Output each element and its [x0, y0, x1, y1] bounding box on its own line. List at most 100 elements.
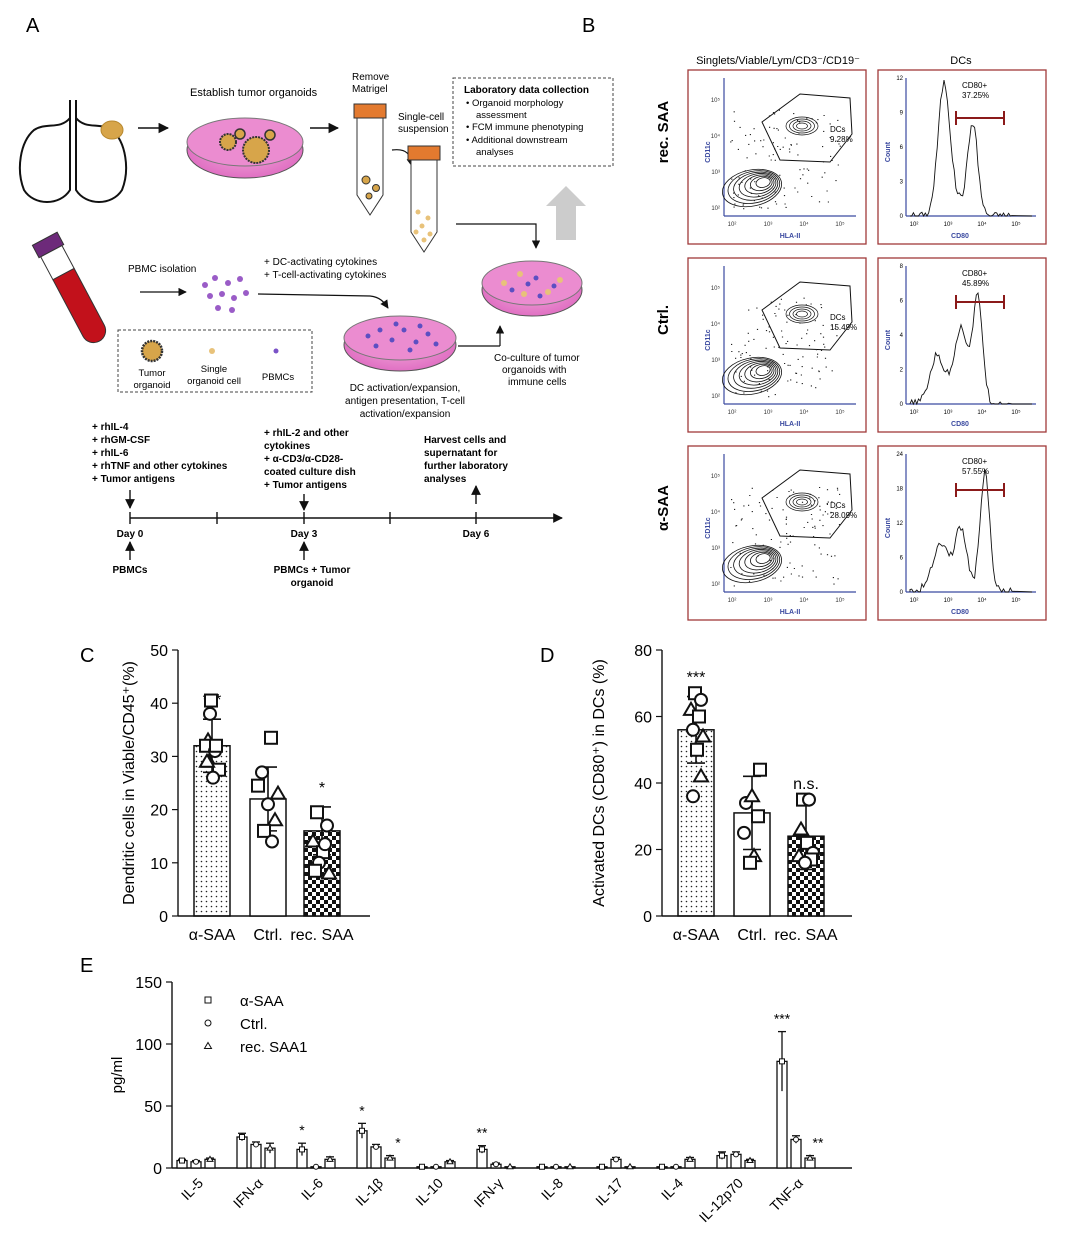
- flow-col1-header: Singlets/Viable/Lym/CD3⁻/CD19⁻: [696, 55, 860, 67]
- contour-y-tick: 10²: [711, 582, 720, 588]
- data-point: [359, 1127, 365, 1134]
- lab-item-1: • Organoid morphology: [466, 98, 564, 109]
- dc-gate: [761, 469, 853, 539]
- contour-plot-frame: [687, 257, 867, 433]
- data-point: [318, 837, 332, 852]
- legend-label: rec. SAA1: [240, 1039, 308, 1056]
- hist-x-tick: 10³: [944, 410, 953, 416]
- hist-y-tick: 6: [900, 556, 904, 562]
- data-point: [320, 818, 334, 833]
- contour-plot-frame: [687, 445, 867, 621]
- day0-line-2: + rhGM-CSF: [92, 435, 150, 446]
- legend-label: α-SAA: [240, 993, 284, 1010]
- hist-y-tick: 3: [900, 180, 904, 186]
- dc-activation-line-1: DC activation/expansion,: [350, 383, 461, 394]
- contour-x-tick: 10²: [728, 222, 737, 228]
- lab-item-1b: assessment: [476, 110, 527, 121]
- contour-line: [733, 547, 779, 577]
- data-point: [792, 820, 810, 836]
- contour-x-tick: 10²: [728, 598, 737, 604]
- significance-label: *: [299, 1122, 305, 1138]
- hist-x-tick: 10⁴: [977, 221, 987, 228]
- category-label: rec. SAA: [290, 927, 353, 944]
- contour-y-tick: 10³: [711, 170, 720, 176]
- contour-x-tick: 10⁵: [835, 409, 845, 416]
- contour-outlier-dots: [730, 109, 841, 210]
- data-point: [506, 1162, 514, 1170]
- data-point: [690, 742, 704, 757]
- y-tick-label: 0: [159, 909, 168, 926]
- hist-x-tick: 10⁵: [1011, 597, 1021, 604]
- data-point: [692, 709, 706, 724]
- contour-line: [755, 365, 771, 376]
- gate-contour: [785, 304, 819, 324]
- contour-y-tick: 10³: [711, 546, 720, 552]
- contour-line: [750, 175, 773, 192]
- contour-y-tick: 10²: [711, 206, 720, 212]
- legend-marker: [204, 1019, 212, 1027]
- data-point: [802, 792, 816, 807]
- contour-outlier-dots: [731, 297, 838, 398]
- y-axis-label: Dendritic cells in Viable/CD45⁺(%): [121, 661, 138, 905]
- hist-y-label: Count: [885, 141, 892, 162]
- significance-label: **: [477, 1125, 488, 1141]
- y-axis-label: Activated DCs (CD80⁺) in DCs (%): [591, 659, 608, 907]
- hist-x-label: CD80: [951, 421, 969, 428]
- hist-y-tick: 0: [900, 590, 904, 596]
- legend-tumor: Tumor: [138, 368, 165, 379]
- data-point: [746, 1156, 754, 1164]
- day0-line-5: + Tumor antigens: [92, 474, 175, 485]
- category-label: IFN-γ: [471, 1175, 507, 1211]
- hist-y-tick: 18: [896, 487, 903, 493]
- legend-label: Ctrl.: [240, 1016, 268, 1033]
- contour-line: [727, 170, 781, 204]
- lab-title: Laboratory data collection: [464, 85, 589, 96]
- data-point: [493, 1161, 499, 1168]
- data-point: [255, 765, 269, 780]
- data-point: [193, 1158, 199, 1165]
- day3-below-2: organoid: [291, 578, 334, 589]
- data-point: [479, 1146, 485, 1153]
- bar: [250, 1143, 262, 1169]
- hist-x-tick: 10⁵: [1011, 221, 1021, 228]
- gray-up-arrow-icon: [546, 186, 586, 240]
- pbmc-isolation-label: PBMC isolation: [128, 264, 196, 275]
- data-point: [737, 825, 751, 840]
- gate-contour: [796, 310, 808, 318]
- data-point: [743, 787, 761, 803]
- category-label: α-SAA: [673, 927, 720, 944]
- panel-a-label: A: [26, 15, 40, 37]
- contour-line: [722, 544, 782, 584]
- y-tick-label: 40: [634, 776, 652, 793]
- contour-line: [744, 174, 775, 195]
- category-label: IL-6: [298, 1175, 327, 1204]
- data-point: [613, 1156, 619, 1163]
- data-point: [686, 722, 700, 737]
- dc-gate-label: DCs: [830, 313, 846, 322]
- day6-label: Day 6: [463, 529, 490, 540]
- dish-dc-activation: [343, 315, 457, 372]
- pbmc-cluster: [202, 275, 249, 313]
- hist-y-tick: 6: [900, 299, 904, 305]
- hist-y-tick: 12: [896, 76, 903, 82]
- legend-single: Single: [201, 364, 227, 375]
- data-point: [204, 693, 218, 708]
- legend-single-2: organoid cell: [187, 376, 241, 387]
- hist-y-tick: 2: [900, 368, 904, 374]
- contour-x-tick: 10⁴: [799, 221, 809, 228]
- y-axis-label: pg/ml: [109, 1057, 126, 1094]
- contour-y-tick: 10⁵: [711, 285, 721, 292]
- gate-contour: [789, 118, 815, 134]
- significance-label: *: [319, 780, 325, 797]
- hist-x-tick: 10⁵: [1011, 409, 1021, 416]
- contour-x-label: HLA-II: [780, 609, 801, 616]
- data-point: [209, 738, 223, 753]
- contour-y-tick: 10⁵: [711, 97, 721, 104]
- tube-2: [407, 145, 441, 253]
- contour-line: [738, 361, 777, 386]
- coculture-line-1: Co-culture of tumor: [494, 353, 580, 364]
- contour-line: [738, 173, 777, 198]
- data-point: [694, 692, 708, 707]
- gate-contour: [796, 122, 808, 130]
